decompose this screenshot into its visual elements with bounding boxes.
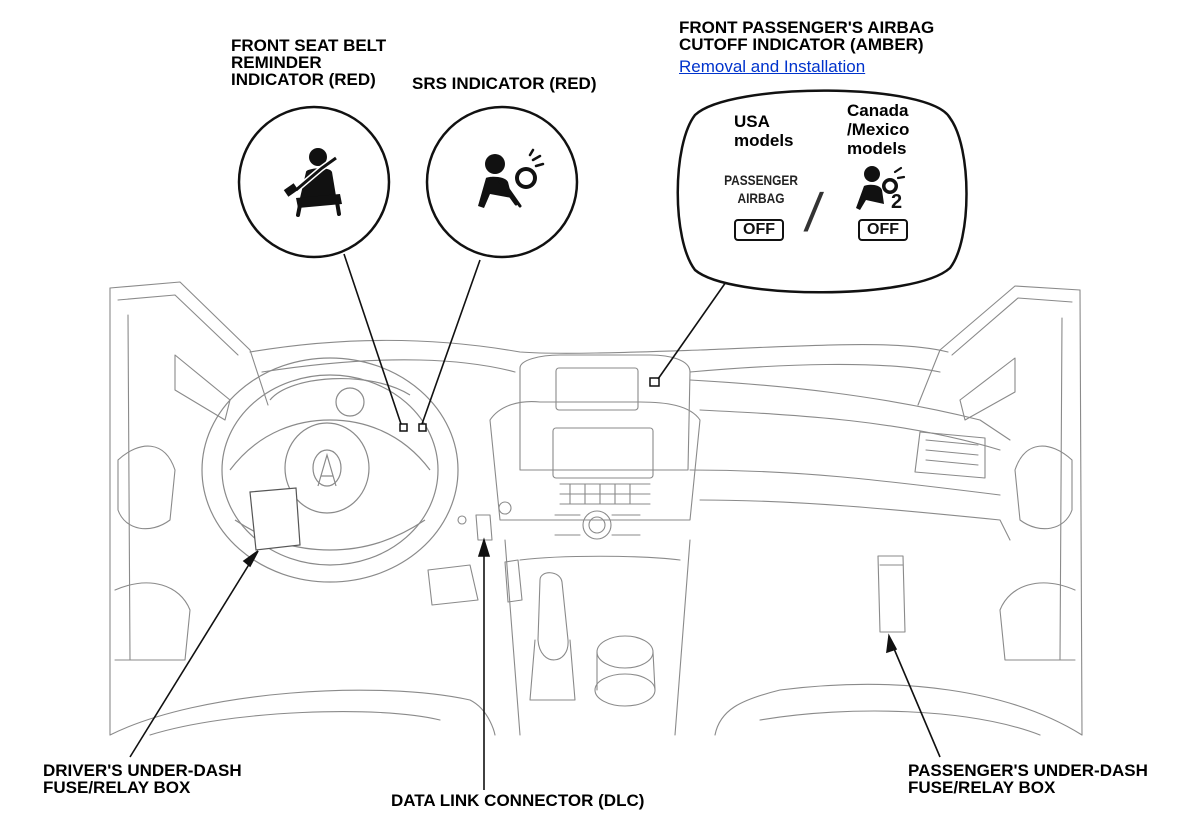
arrow-lines xyxy=(129,537,941,790)
removal-installation-link[interactable]: Removal and Installation xyxy=(679,57,866,76)
srs-indicator-label: SRS INDICATOR (RED) xyxy=(412,74,597,93)
steering-wheel xyxy=(201,357,660,583)
airbag-cutoff-callout xyxy=(676,89,968,294)
passenger-airbag-text: PASSENGER AIRBAG xyxy=(724,172,798,206)
seat-belt-icon xyxy=(283,148,342,217)
seat-belt-indicator-label: FRONT SEAT BELT REMINDER INDICATOR (RED) xyxy=(231,36,387,89)
driver-fuse-box-label: DRIVER'S UNDER-DASH FUSE/RELAY BOX xyxy=(43,761,242,797)
cabin-sketch xyxy=(109,281,1083,736)
passenger-airbag-icon xyxy=(856,166,906,210)
usa-models-label: USA models xyxy=(734,112,794,150)
data-link-connector-label: DATA LINK CONNECTOR (DLC) xyxy=(391,791,645,810)
canada-off-indicator: OFF xyxy=(858,219,908,241)
seat-number-2: 2 xyxy=(891,191,903,213)
leader-lines xyxy=(343,253,741,425)
srs-airbag-icon xyxy=(478,148,545,208)
passenger-fuse-box-label: PASSENGER'S UNDER-DASH FUSE/RELAY BOX xyxy=(908,761,1148,797)
canada-mexico-models-label: Canada /Mexico models xyxy=(847,101,910,158)
airbag-cutoff-indicator-label: FRONT PASSENGER'S AIRBAG CUTOFF INDICATO… xyxy=(679,18,935,54)
usa-off-indicator: OFF xyxy=(734,219,784,241)
